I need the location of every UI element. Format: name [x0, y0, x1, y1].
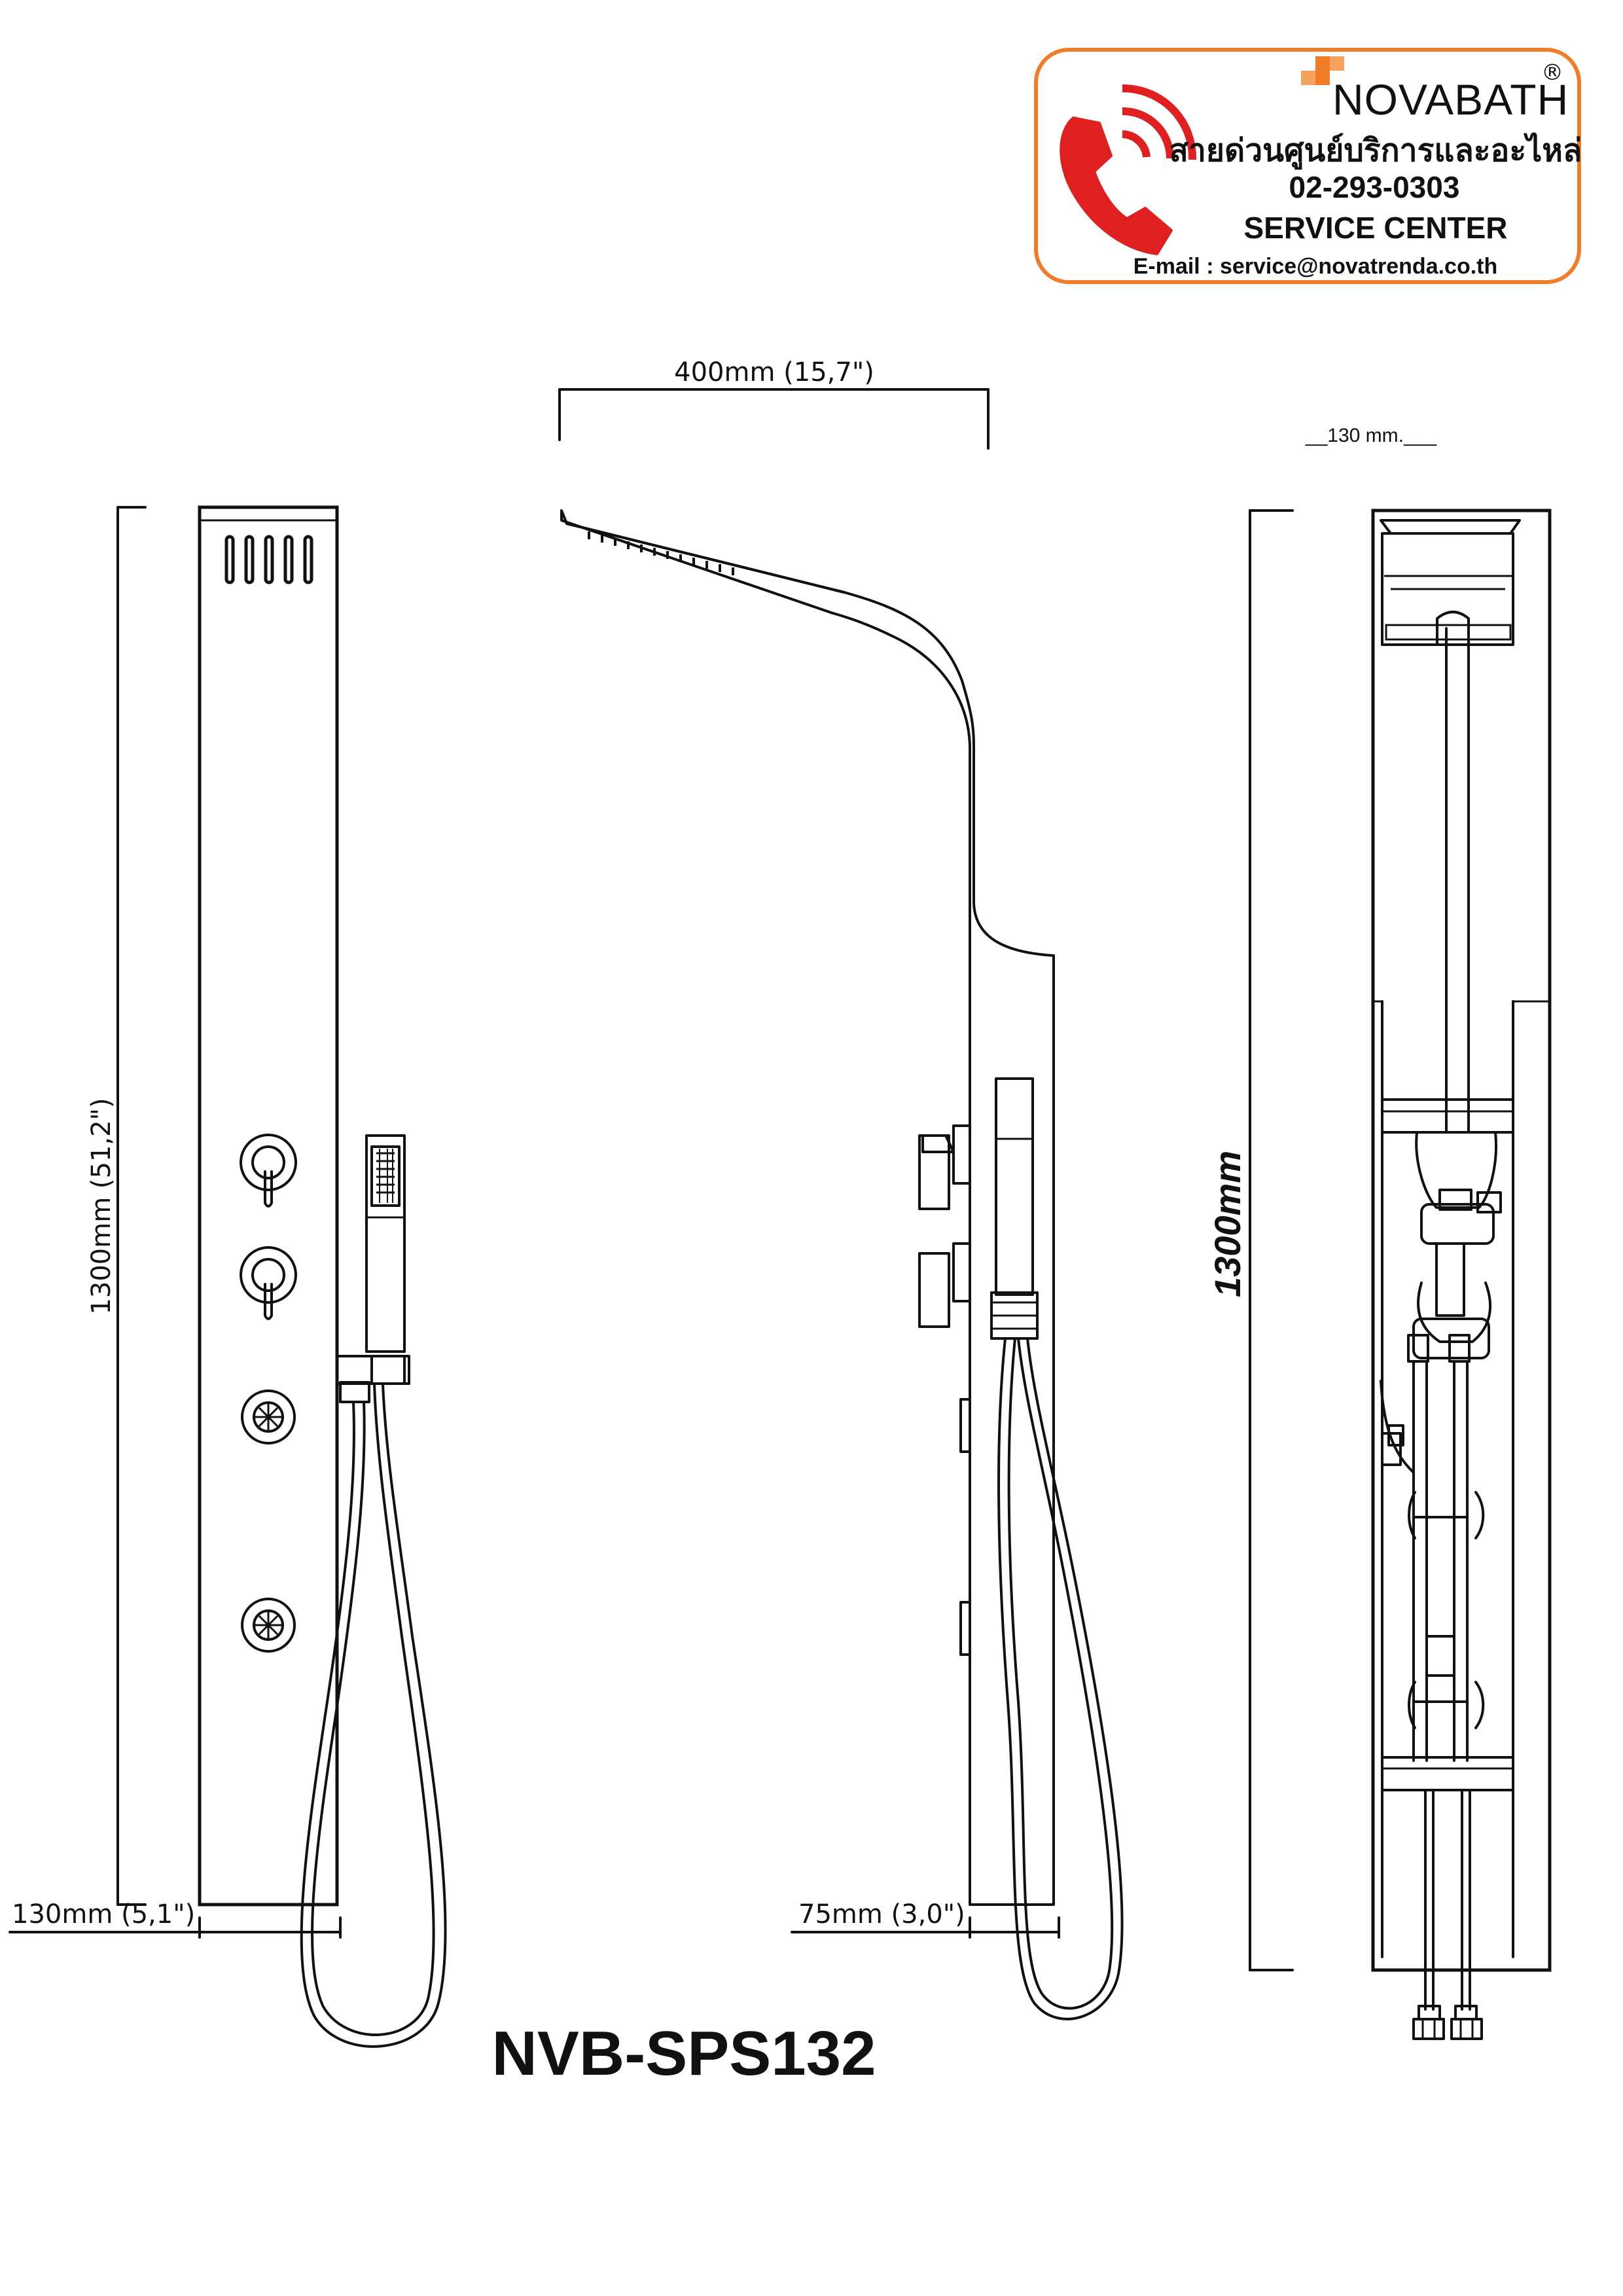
- rain-head-nozzles: [588, 531, 734, 575]
- phone-icon: [1060, 84, 1197, 255]
- front-width-label: 130mm (5,1"): [12, 1899, 195, 1929]
- hand-shower: [365, 1134, 406, 1353]
- model-name: NVB-SPS132: [492, 2018, 876, 2089]
- phone-number: 02-293-0303: [1289, 170, 1460, 204]
- body-jet-upper: [241, 1390, 296, 1444]
- arm-length-dimension: 400mm (15,7"): [558, 357, 990, 450]
- service-center-badge: NOVABATH ® สายด่วนศูนย์บริการและอะไหล่ 0…: [1034, 48, 1582, 284]
- front-width-dimension: 130mm (5,1"): [9, 1899, 342, 1939]
- mounting-crossbar-upper: [1381, 1098, 1514, 1134]
- back-view: __130 mm.___ 1300mm: [1207, 425, 1552, 2040]
- side-depth-label: 75mm (3,0"): [798, 1899, 965, 1929]
- control-handle-upper: [240, 1134, 297, 1208]
- side-view: 400mm (15,7"): [558, 357, 1124, 2020]
- back-width-label: __130 mm.___: [1305, 425, 1437, 446]
- body-jet-lower: [241, 1598, 296, 1653]
- side-panel-profile: [560, 509, 1055, 1906]
- side-depth-dimension: 75mm (3,0"): [791, 1899, 1060, 1939]
- mounting-crossbar-lower: [1381, 1756, 1514, 1791]
- riser-pipe: [1436, 611, 1470, 1134]
- hand-shower-holder: [336, 1355, 410, 1403]
- height-dimension: 1300mm (51,2"): [86, 506, 147, 1906]
- service-center-label: SERVICE CENTER: [1243, 211, 1507, 245]
- rain-vent-slots: [224, 535, 313, 584]
- diverter-valve-assembly: [1407, 1131, 1502, 1363]
- side-hand-shower: [990, 1077, 1039, 1340]
- back-jet-upper: [1408, 1491, 1485, 1539]
- control-handle-lower: [240, 1246, 297, 1320]
- inlet-hoses: [1412, 1789, 1483, 2040]
- height-dimension-label: 1300mm (51,2"): [86, 1098, 116, 1314]
- front-view: 1300mm (51,2"): [9, 505, 447, 2048]
- email-line: E-mail : service@novatrenda.co.th: [1133, 254, 1498, 279]
- side-shower-hose: [997, 1337, 1124, 2020]
- side-jet-lower: [959, 1601, 971, 1656]
- back-height-label: 1300mm: [1207, 1151, 1248, 1297]
- hotline-label: สายด่วนศูนย์บริการและอะไหล่: [1169, 132, 1582, 170]
- side-handle-lower: [918, 1242, 971, 1328]
- back-panel-frame: [1371, 509, 1552, 1972]
- back-jet-lower: [1408, 1635, 1485, 1729]
- supply-pipes: [1380, 1360, 1469, 1762]
- novabath-logo-mark: [1301, 56, 1344, 85]
- registered-mark: ®: [1541, 60, 1563, 86]
- shower-hose: [300, 1383, 447, 2048]
- side-handle-upper: [918, 1124, 971, 1210]
- back-height-dimension: 1300mm: [1207, 509, 1294, 1971]
- arm-length-label: 400mm (15,7"): [674, 357, 874, 387]
- novabath-logo-text: NOVABATH: [1332, 75, 1569, 124]
- side-jet-upper: [959, 1398, 971, 1453]
